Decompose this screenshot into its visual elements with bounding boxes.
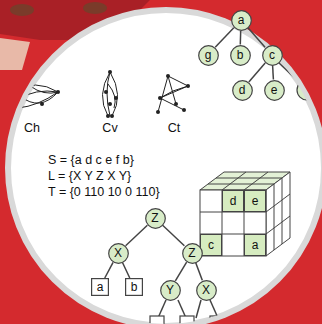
tree-edge	[175, 262, 186, 281]
tree-edge	[215, 28, 234, 48]
tree-node-circle: d	[232, 80, 253, 101]
sequence-text: S = {a d c e f b}	[48, 154, 134, 167]
illustrations	[12, 62, 317, 324]
brown-oval	[83, 2, 107, 14]
tree-edge	[240, 30, 242, 44]
tree-edge	[248, 28, 265, 47]
graph-cv	[102, 72, 117, 116]
sequence-text: L = {X Y Z X Y}	[48, 170, 131, 183]
grid-cube	[200, 172, 290, 256]
cube-cell: a	[244, 234, 266, 256]
node-text: Y	[166, 284, 174, 296]
node-text: b	[131, 281, 138, 293]
tree-node-circle: g	[198, 45, 219, 66]
sequence-text: T = {0 110 10 0 110}	[48, 186, 160, 199]
node-text: c	[208, 239, 214, 251]
node-text: Z	[188, 247, 195, 259]
node-text: X	[202, 284, 210, 296]
node-text: e	[271, 84, 278, 96]
tree-node-circle: X	[196, 280, 217, 301]
tree-node-circle: a	[231, 10, 252, 31]
tree-node-circle: Z	[182, 243, 203, 264]
brown-oval	[10, 4, 34, 16]
node-text: d	[230, 195, 237, 207]
node-text: e	[252, 195, 259, 207]
leaf-box: b	[125, 278, 143, 296]
pale-patch	[0, 38, 30, 70]
tree-edge	[163, 225, 185, 246]
tree-edge	[126, 225, 148, 246]
tree-node-circle: Z	[145, 208, 166, 229]
leaf-box: a	[91, 278, 109, 296]
graph-ct	[158, 76, 188, 112]
node-text: a	[97, 281, 104, 293]
tree-node-circle: b	[230, 45, 251, 66]
white-disc	[8, 10, 322, 324]
node-text: d	[239, 84, 246, 96]
node-text: b	[237, 49, 244, 61]
tree-node-circle: e	[264, 80, 285, 101]
tree-edge	[105, 262, 113, 278]
cube-cell: c	[200, 234, 222, 256]
tree-edge	[272, 65, 274, 79]
cube-cell: d	[222, 190, 244, 212]
tree-edge	[249, 63, 265, 82]
node-text: Z	[151, 212, 158, 224]
node-text: c	[269, 49, 275, 61]
node-text: a	[238, 14, 245, 26]
graph-label: Ch	[24, 122, 40, 135]
tree-edge	[196, 263, 203, 280]
tree-node-circle: X	[108, 243, 129, 264]
graph-label: Cv	[102, 122, 117, 135]
tree-edge	[122, 263, 129, 278]
tree-node-circle: c	[262, 45, 283, 66]
tree-node-circle: Y	[160, 280, 181, 301]
cube-cell: e	[244, 190, 266, 212]
node-text: a	[252, 239, 259, 251]
node-text: g	[205, 49, 212, 61]
node-text: X	[114, 247, 122, 259]
graph-label: Ct	[168, 122, 181, 135]
graph-ch	[14, 85, 58, 108]
